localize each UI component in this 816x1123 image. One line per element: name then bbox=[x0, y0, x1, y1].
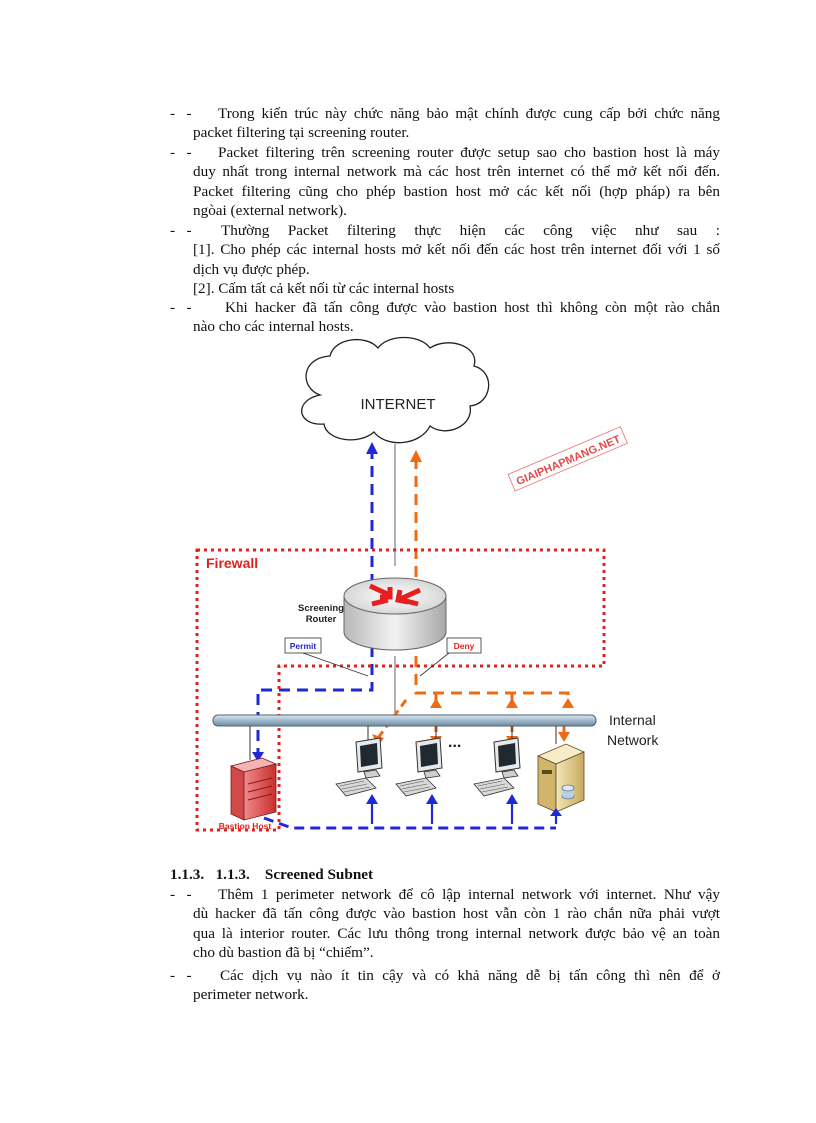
router-label-line1: Screening bbox=[298, 603, 344, 614]
bullet-text-line: Các dịch vụ nào ít tin cậy và có khả năn… bbox=[220, 967, 720, 984]
bastion-host-label: Bastion Host bbox=[219, 821, 272, 831]
bullet-marker: - - bbox=[170, 144, 192, 161]
file-server-icon bbox=[537, 726, 585, 813]
bullet-marker: - - bbox=[170, 967, 192, 984]
bullet-marker: - - bbox=[170, 105, 192, 122]
bullet-text-line: dù hacker đã tấn công được vào bastion h… bbox=[193, 905, 720, 923]
svg-text:GIAIPHAPMANG.NET: GIAIPHAPMANG.NET bbox=[515, 433, 623, 488]
word: được bbox=[241, 260, 273, 278]
bullet-text-line: [2]. Cấm tất cả kết nối từ các internal … bbox=[193, 279, 455, 297]
network-label-line2: Network bbox=[607, 732, 659, 748]
bastion-host-server-icon bbox=[229, 757, 278, 821]
firewall-label: Firewall bbox=[206, 555, 258, 571]
bullet-text-line: packet filtering tại screening router. bbox=[193, 124, 410, 142]
workstation-icon bbox=[395, 726, 443, 797]
bullet-marker: - - bbox=[170, 299, 192, 316]
bullet-justified-line: dịch vụ được phép. bbox=[193, 260, 720, 279]
svg-text:Permit: Permit bbox=[290, 641, 317, 651]
bullet-text-line: nào cho các internal hosts. bbox=[193, 318, 354, 336]
bullet-text-line: Packet filtering cũng cho phép bastion h… bbox=[193, 182, 720, 200]
bullet-text-line: Packet filtering trên screening router đ… bbox=[218, 144, 720, 161]
bullet-text-line: cho dù bastion đã bị “chiếm”. bbox=[193, 943, 374, 961]
screening-router-icon bbox=[343, 577, 447, 651]
network-diagram: INTERNET GIAIPHAPMANG.NET Firewall bbox=[195, 336, 659, 832]
section-heading: 1.1.3. 1.1.3. Screened Subnet bbox=[170, 866, 374, 883]
network-label-line1: Internal bbox=[609, 712, 656, 728]
bullet-text-line: Thêm 1 perimeter network để cô lập inter… bbox=[218, 886, 720, 903]
bullet-item: - - Thường Packet filtering thực hiện cá… bbox=[170, 221, 720, 298]
bullet-text-line: perimeter network. bbox=[193, 986, 309, 1004]
word: phép. bbox=[276, 260, 310, 278]
ellipsis-label: ... bbox=[448, 734, 461, 751]
workstation-icon bbox=[473, 726, 521, 797]
bullet-item: - - Các dịch vụ nào ít tin cậy và có khả… bbox=[170, 966, 720, 1005]
bullet-text-line: Thường Packet filtering thực hiện các cô… bbox=[221, 222, 720, 239]
permit-callout: Permit bbox=[284, 637, 369, 677]
bullet-text-line: ngòai (external network). bbox=[193, 201, 347, 219]
bullet-text-line: [1]. Cho phép các internal hosts mở kết … bbox=[193, 241, 720, 259]
internet-label: INTERNET bbox=[361, 396, 436, 413]
bullet-marker: - - bbox=[170, 886, 192, 903]
router-label-line2: Router bbox=[306, 614, 337, 625]
watermark-stamp: GIAIPHAPMANG.NET bbox=[507, 426, 628, 492]
deny-callout: Deny bbox=[419, 637, 482, 677]
bullet-item: - - Thêm 1 perimeter network để cô lập i… bbox=[170, 885, 720, 962]
bullet-text-line: Khi hacker đã tấn công được vào bastion … bbox=[225, 299, 720, 316]
bullet-text-line: qua là interior router. Các lưu thông tr… bbox=[193, 924, 720, 942]
workstation-icon bbox=[335, 726, 383, 797]
word: dịch bbox=[193, 260, 220, 278]
bullet-item: - - Packet filtering trên screening rout… bbox=[170, 143, 720, 220]
svg-text:Deny: Deny bbox=[454, 641, 475, 651]
bullet-item: - - Trong kiến trúc này chức năng bảo mậ… bbox=[170, 104, 720, 143]
bullet-item: - - Khi hacker đã tấn công được vào bast… bbox=[170, 298, 720, 337]
bullet-text-line: duy nhất trong internal network mà các h… bbox=[193, 163, 720, 181]
internet-cloud-icon bbox=[301, 336, 490, 444]
word: vụ bbox=[222, 260, 239, 278]
bullet-marker: - - bbox=[170, 222, 192, 239]
bullet-text-line: Trong kiến trúc này chức năng bảo mật ch… bbox=[218, 105, 720, 122]
network-bus bbox=[212, 714, 597, 727]
